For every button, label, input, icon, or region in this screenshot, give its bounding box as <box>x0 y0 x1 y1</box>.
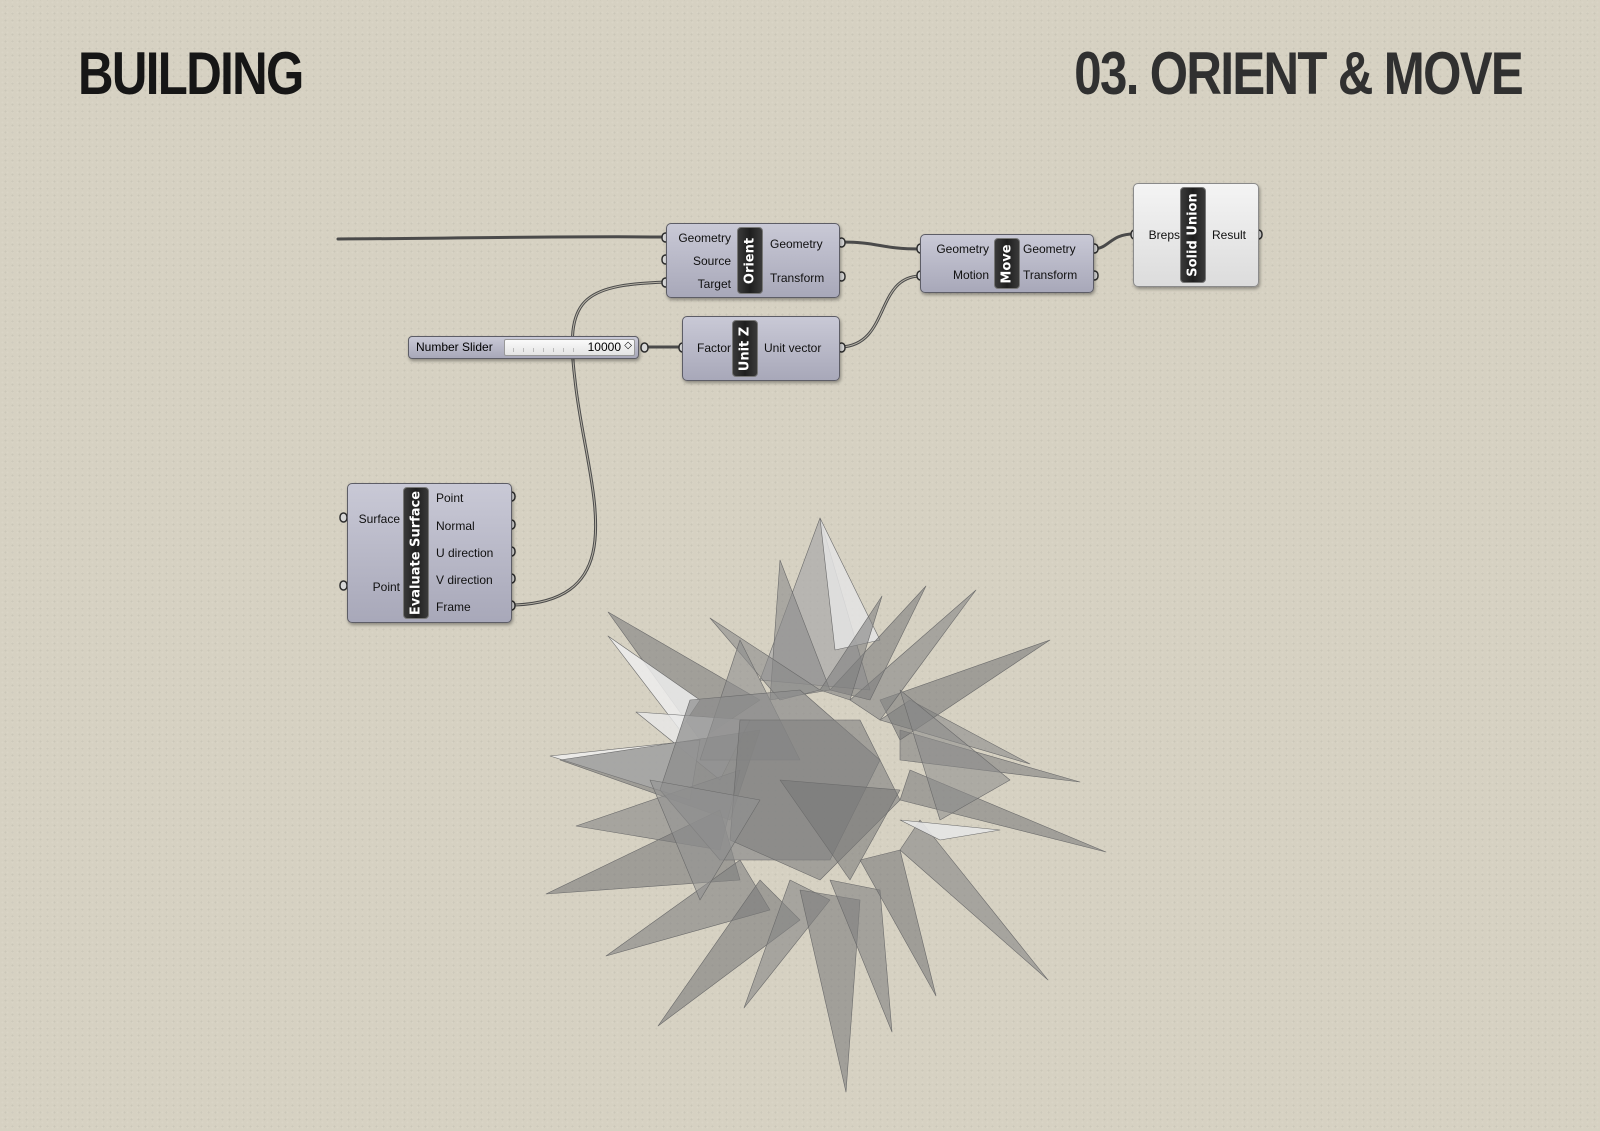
move-output-transform[interactable]: Transform <box>1023 268 1078 282</box>
evaluate-surface-output-u-direction[interactable]: U direction <box>436 546 494 560</box>
slider-diamond-icon[interactable]: ◇ <box>624 340 632 351</box>
unit-z-output-unit-vector[interactable]: Unit vector <box>764 341 822 355</box>
orient-output-geometry[interactable]: Geometry <box>770 237 823 251</box>
move-input-geometry[interactable]: Geometry <box>936 242 989 256</box>
wire-highlights <box>514 275 921 606</box>
unit-z-input-factor[interactable]: Factor <box>696 341 731 355</box>
move-name: Move <box>999 243 1015 284</box>
wire-orient-to-move <box>839 240 922 251</box>
wire-frame-to-target <box>513 280 668 607</box>
orient-input-geometry[interactable]: Geometry <box>678 231 731 245</box>
solid-union-input-breps[interactable]: Breps <box>1148 228 1180 242</box>
move-caption: Move <box>994 238 1020 289</box>
orient-output-transform[interactable]: Transform <box>770 271 825 285</box>
evaluate-surface-component[interactable]: Surface Point Evaluate Surface Point Nor… <box>347 483 512 623</box>
evaluate-surface-output-frame[interactable]: Frame <box>436 600 471 614</box>
orient-input-target[interactable]: Target <box>697 277 731 291</box>
solid-union-output-result[interactable]: Result <box>1212 228 1247 242</box>
unit-z-caption: Unit Z <box>732 320 758 377</box>
evaluate-surface-input-point[interactable]: Point <box>372 580 400 594</box>
page-title-left: BUILDING <box>78 40 304 107</box>
star-geometry-preview <box>545 517 1107 1093</box>
wire-move-to-union <box>1092 232 1136 251</box>
orient-name: Orient <box>742 237 758 284</box>
wire-input-geometry <box>336 235 668 241</box>
number-slider-value: 10000 <box>587 340 621 354</box>
evaluate-surface-output-normal[interactable]: Normal <box>436 519 475 533</box>
evaluate-surface-name: Evaluate Surface <box>408 490 424 616</box>
evaluate-surface-input-surface[interactable]: Surface <box>358 512 400 526</box>
number-slider[interactable]: Number Slider 10000 ◇ <box>408 336 639 359</box>
move-input-motion[interactable]: Motion <box>952 268 989 282</box>
solid-union-caption: Solid Union <box>1180 187 1206 283</box>
orient-component[interactable]: Geometry Source Target Orient Geometry T… <box>666 223 840 298</box>
solid-union-name: Solid Union <box>1185 193 1201 277</box>
number-slider-ticks <box>513 348 574 352</box>
wire-unitz-to-motion <box>839 274 922 349</box>
number-slider-track[interactable] <box>504 339 635 356</box>
evaluate-surface-caption: Evaluate Surface <box>403 487 429 619</box>
page-title-right: 03. ORIENT & MOVE <box>1074 40 1523 107</box>
orient-input-source[interactable]: Source <box>692 254 731 268</box>
unit-z-component[interactable]: Factor Unit Z Unit vector <box>682 316 840 381</box>
move-output-geometry[interactable]: Geometry <box>1023 242 1076 256</box>
solid-union-component[interactable]: Breps Solid Union Result <box>1133 183 1259 287</box>
move-component[interactable]: Geometry Motion Move Geometry Transform <box>920 234 1094 293</box>
number-slider-label: Number Slider <box>416 340 493 354</box>
evaluate-surface-output-v-direction[interactable]: V direction <box>436 573 493 587</box>
unit-z-name: Unit Z <box>737 326 753 371</box>
evaluate-surface-output-point[interactable]: Point <box>436 491 464 505</box>
orient-caption: Orient <box>737 227 763 294</box>
